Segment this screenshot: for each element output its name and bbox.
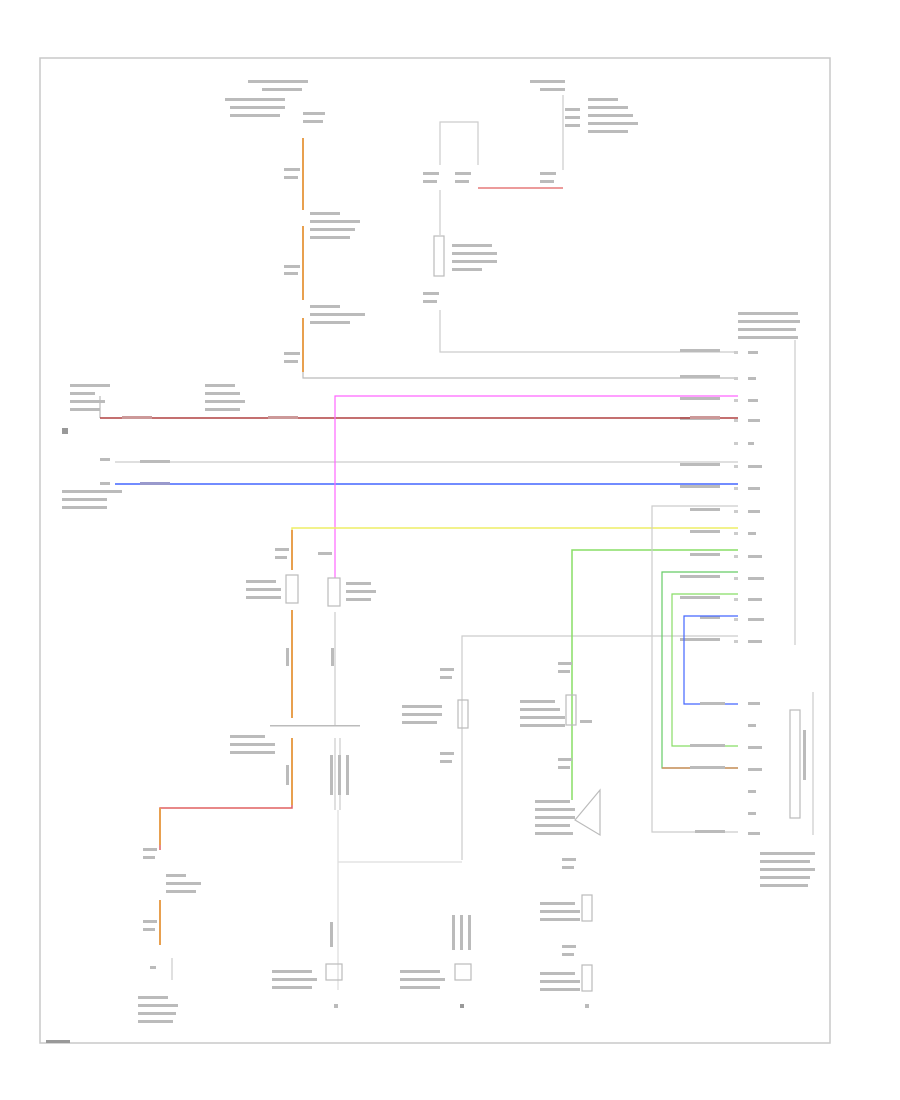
wire-gray-feed [302, 372, 738, 379]
footer-code [46, 1040, 70, 1043]
wire-red-lower [159, 805, 293, 850]
wire-light-green-1 [661, 571, 738, 769]
fuse-block-label [225, 80, 325, 123]
switch-loop [439, 121, 479, 165]
top-center-switch [423, 80, 638, 303]
diagram-border [39, 57, 831, 1044]
right-switch-group [520, 662, 601, 1008]
center-ground-2 [272, 915, 472, 1008]
lower-left-ground-assembly [138, 808, 201, 1023]
left-connector-block [62, 384, 245, 509]
top-left-fuse-column [225, 80, 365, 372]
wire-gray-center [461, 635, 738, 860]
ecm-block [680, 312, 800, 645]
center-ground-1 [402, 668, 469, 763]
ground-left-label [138, 996, 168, 999]
switch-body-2 [327, 577, 341, 607]
switch-body-1 [285, 574, 299, 604]
wire-green [571, 549, 738, 800]
left-switch-pair [230, 530, 376, 810]
wire-yellow [291, 527, 738, 548]
cruise-control-unit [690, 692, 815, 887]
wire-magenta [334, 395, 738, 578]
wire-gray-relay-to-ecm [439, 310, 738, 353]
relay-body [433, 235, 445, 277]
wire-blue-2 [683, 615, 738, 705]
